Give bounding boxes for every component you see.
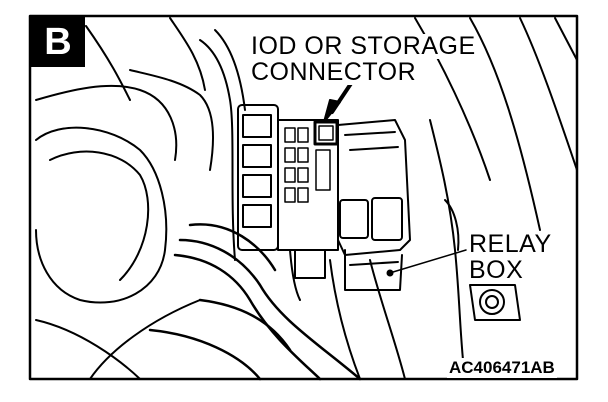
right-bracket (429, 119, 521, 380)
bolt-icon (479, 289, 505, 315)
iod-connector-label-line1: IOD OR STORAGE (251, 32, 476, 60)
figure-frame (28, 14, 579, 381)
relay-box-label-line1: RELAY (469, 230, 552, 258)
relay-box (337, 119, 411, 291)
figure-id: AC406471AB (447, 358, 557, 378)
wiring-harness (148, 223, 362, 381)
lower-pipes (289, 249, 406, 380)
junction-block (237, 104, 339, 251)
relay-box-label-line2: BOX (469, 256, 524, 284)
iod-arrow (323, 80, 354, 123)
figure-badge: B (31, 17, 85, 67)
iod-connector-label-line2: CONNECTOR (251, 58, 417, 86)
fender-lines (85, 17, 578, 231)
left-hoses (35, 29, 246, 380)
relay-leader (386, 249, 467, 277)
